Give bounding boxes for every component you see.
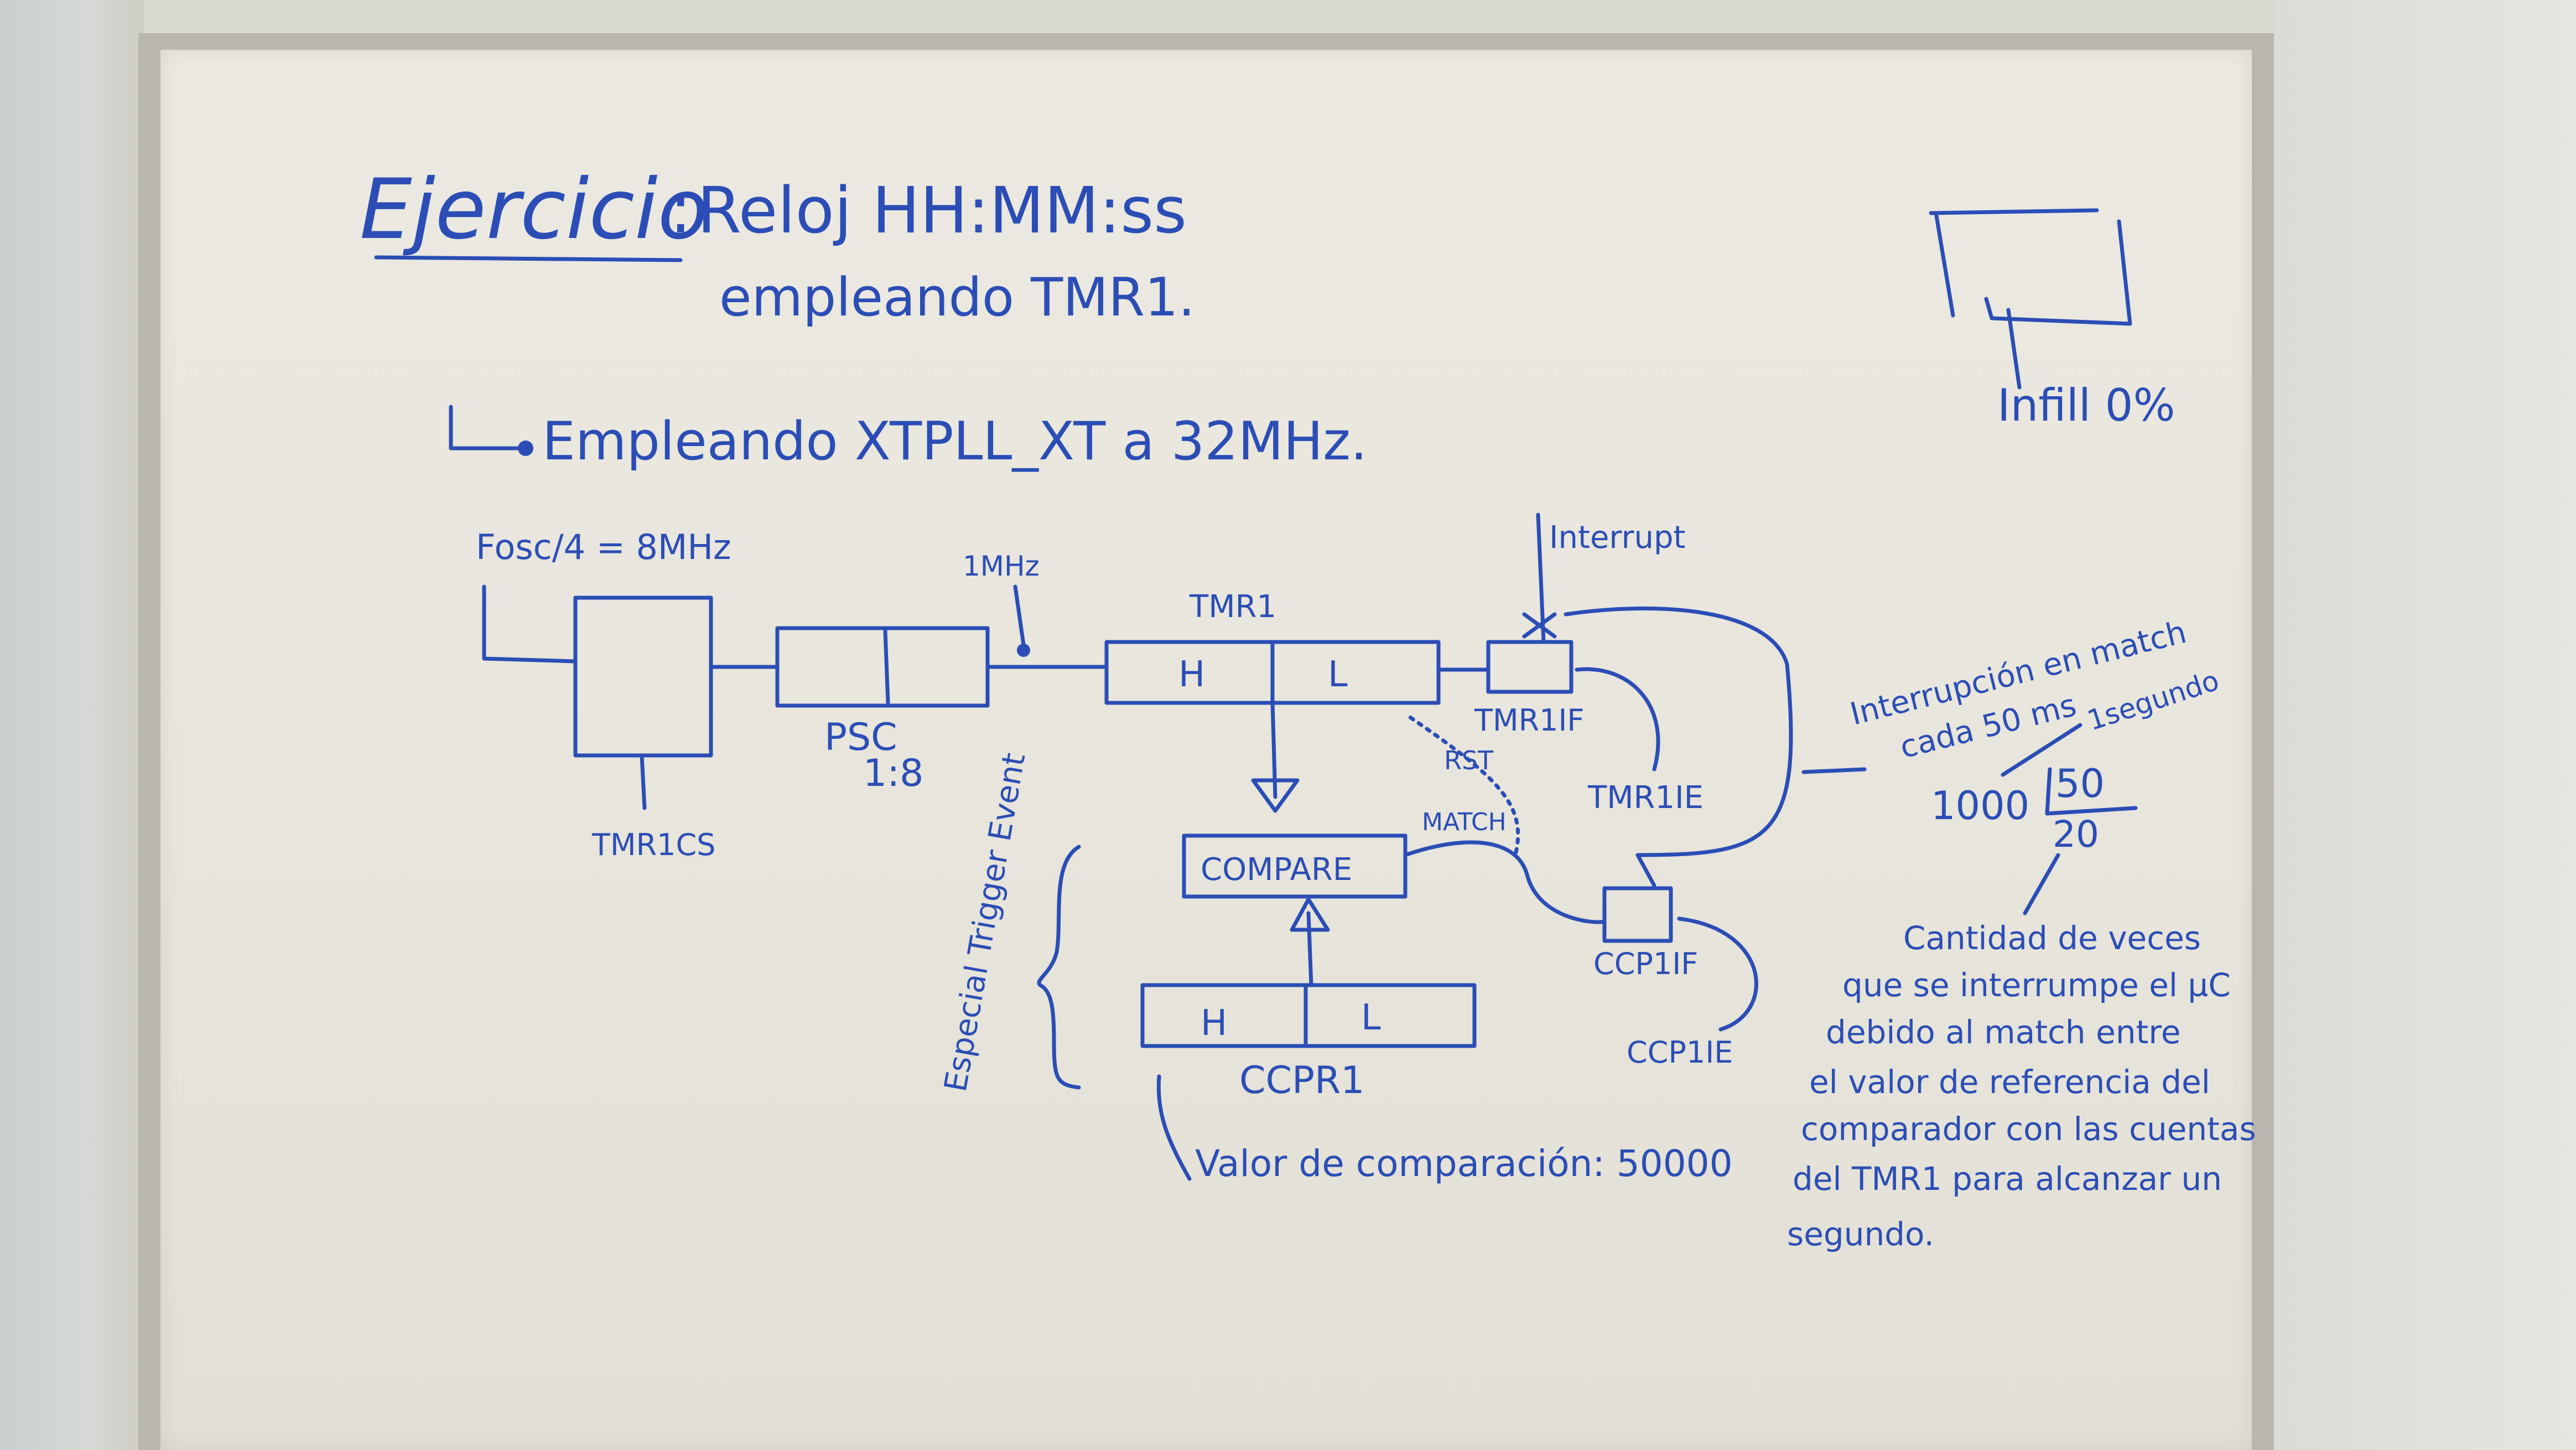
ccpr1-register: [1140, 983, 1477, 1048]
cantidad-note-2: que se interrumpe el µC: [1842, 966, 2231, 1004]
division-result: 20: [2053, 813, 2099, 856]
interrupt-x: [1522, 612, 1557, 639]
cantidad-arrow: [2023, 853, 2060, 915]
wall-left: [0, 0, 144, 1450]
psc-label: PSC: [824, 716, 897, 759]
match-label: MATCH: [1422, 808, 1507, 836]
psc-ratio: 1:8: [863, 752, 923, 795]
title-colon: :: [669, 172, 692, 248]
tmr1ie-arrow: [1575, 667, 1660, 771]
ccpr1-to-compare-head: [1290, 897, 1330, 932]
un-segundo-note: 1segundo: [2084, 664, 2223, 737]
cantidad-note-1: Cantidad de veces: [1903, 919, 2201, 957]
subtitle: Empleando XTPLL_XT a 32MHz.: [542, 411, 1367, 472]
one-mhz-dot: [1017, 644, 1030, 657]
cantidad-note-6: del TMR1 para alcanzar un: [1793, 1160, 2222, 1198]
ccp1if-flag: [1602, 886, 1673, 943]
tmr1-h: H: [1178, 654, 1205, 695]
tmr1-l: L: [1328, 654, 1348, 695]
ccpr1-label: CCPR1: [1239, 1059, 1364, 1102]
subtitle-arrow: [449, 405, 528, 450]
tmr1-to-compare-head: [1251, 778, 1300, 813]
ccp1if-to-interrupt: [1564, 606, 1793, 888]
title-ejercicio: Ejercicio: [360, 162, 708, 258]
one-mhz-arrow: [1013, 584, 1026, 647]
valor-arrow: [1156, 1074, 1192, 1181]
tmr1cs-label: TMR1CS: [591, 827, 715, 862]
match-line: [1403, 840, 1607, 924]
rst-label: RST: [1444, 745, 1494, 775]
title-empleando-tmr1: empleando TMR1.: [719, 267, 1195, 328]
division-bracket: [2045, 767, 2138, 816]
whiteboard: [160, 50, 2252, 1450]
un-segundo-arrow: [2001, 723, 2082, 777]
compare-block: [1182, 833, 1408, 899]
wall-right: [2274, 0, 2576, 1450]
tmr1-to-compare: [1270, 701, 1277, 799]
division-right: 50: [2055, 761, 2105, 806]
psc-divider: [883, 629, 890, 705]
mux-block: [573, 595, 713, 758]
rst-dotted: [1403, 712, 1520, 855]
ccpr1-l: L: [1361, 997, 1381, 1038]
valor-label: Valor de comparación: 50000: [1195, 1142, 1733, 1185]
ccp1ie-label: CCP1IE: [1627, 1035, 1733, 1070]
tmr1ie-label: TMR1IE: [1587, 780, 1704, 816]
tmr1if-flag: [1486, 640, 1573, 694]
special-brace: [1037, 845, 1081, 1090]
side-arrow: [1801, 767, 1867, 774]
title-underline: [374, 255, 683, 262]
tmr1-label: TMR1: [1189, 589, 1276, 625]
compare-label: COMPARE: [1201, 852, 1352, 888]
division-left: 1000: [1931, 783, 2029, 828]
infill-arrow: [2006, 308, 2022, 390]
cantidad-note-4: el valor de referencia del: [1809, 1063, 2210, 1101]
infill-box: [1929, 208, 2132, 326]
subtitle-arrow-dot: [518, 441, 533, 456]
special-trigger-label: Especial Trigger Event: [938, 750, 1033, 1095]
ccp1ie-arrow: [1677, 916, 1758, 1032]
ccp1if-label: CCP1IF: [1593, 946, 1698, 981]
fosc-label: Fosc/4 = 8MHz: [476, 527, 731, 567]
interrupt-label: Interrupt: [1549, 520, 1685, 556]
tmr1cs-line: [640, 753, 647, 810]
ccpr1-h: H: [1201, 1003, 1227, 1044]
cantidad-note-7: segundo.: [1787, 1215, 1934, 1253]
psc-block: [775, 626, 990, 708]
one-mhz-label: 1MHz: [963, 550, 1040, 582]
cantidad-note-5: comparador con las cuentas: [1801, 1110, 2256, 1148]
tmr1if-label: TMR1IF: [1474, 703, 1584, 738]
cantidad-note-3: debido al match entre: [1826, 1013, 2181, 1051]
infill-label: Infill 0%: [1997, 380, 2175, 431]
fosc-line: [482, 584, 578, 664]
ccpr1-to-compare: [1306, 911, 1313, 987]
title-reloj: Reloj HH:MM:ss: [697, 174, 1187, 248]
